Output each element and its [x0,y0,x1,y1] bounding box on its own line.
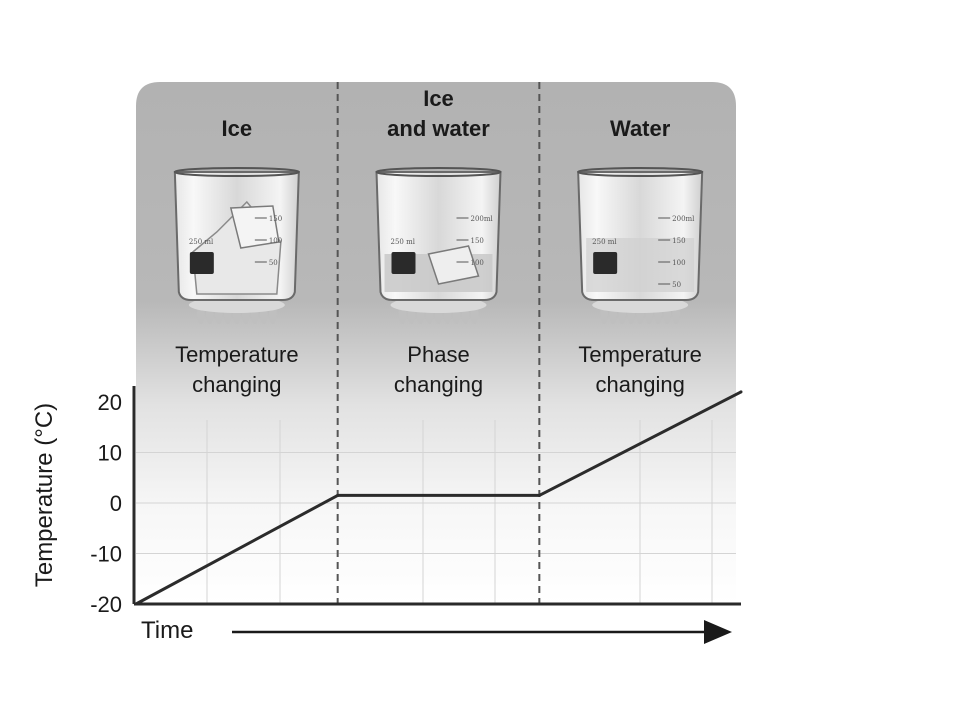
temperature-probe [593,252,618,274]
beaker-illustration: 250 ml 150 100 50 [173,167,300,324]
phase-header: Water [610,116,671,141]
beaker-rim [577,167,704,177]
graduation-label: 100 [269,237,282,245]
x-axis-label: Time [141,617,193,644]
graduation-label: 200ml [471,215,494,223]
data-point [739,390,743,394]
y-tick-label: 10 [98,441,122,466]
y-tick-label: 20 [98,390,122,415]
phase-header: Ice [222,116,253,141]
phase-description: changing [192,372,281,397]
temperature-line [135,390,742,606]
phase-header: and water [387,116,490,141]
ice-cube [229,205,280,249]
phase-description: Temperature [578,342,702,367]
y-axis-label: Temperature (°C) [31,403,58,587]
y-tick-label: 0 [110,491,122,516]
graduation-label: 50 [269,259,278,267]
data-point [336,493,340,497]
graduation-label: 150 [269,215,282,223]
phase-dividers [336,82,541,604]
beaker-volume-label: 250 ml [189,238,214,246]
phase-descriptions: Temperature changing Phase changing Temperat… [175,342,702,397]
beakers: 250 ml 150 100 50 250 ml 200ml 150 100 250 ml 200… [173,167,704,324]
y-tick-labels: 20 10 0 -10 -20 [90,390,122,617]
graduation-label: 100 [471,259,484,267]
data-point [134,602,138,606]
graduation-label: 150 [672,237,685,245]
phase-description: Temperature [175,342,299,367]
data-point [537,493,541,497]
beaker-illustration: 250 ml 200ml 150 100 [375,167,502,324]
ice-cube [427,245,480,285]
beaker-rim [173,167,300,177]
phase-description: Phase [407,342,469,367]
beaker-volume-label: 250 ml [391,238,416,246]
beaker-rim [375,167,502,177]
y-tick-label: -10 [90,542,122,567]
time-arrow-head [704,620,732,644]
graduation-label: 50 [672,281,681,289]
y-tick-label: -20 [90,592,122,617]
graduation-label: 150 [471,237,484,245]
temperature-probe [189,252,214,274]
beaker-illustration: 250 ml 200ml 150 100 50 [577,167,704,324]
graduation-label: 200ml [672,215,695,223]
graduation-label: 100 [672,259,685,267]
phase-description: changing [596,372,685,397]
axes [132,386,741,606]
phase-header: Ice [423,86,454,111]
beaker-volume-label: 250 ml [592,238,617,246]
temperature-probe [391,252,416,274]
phase-description: changing [394,372,483,397]
grid [136,420,736,604]
